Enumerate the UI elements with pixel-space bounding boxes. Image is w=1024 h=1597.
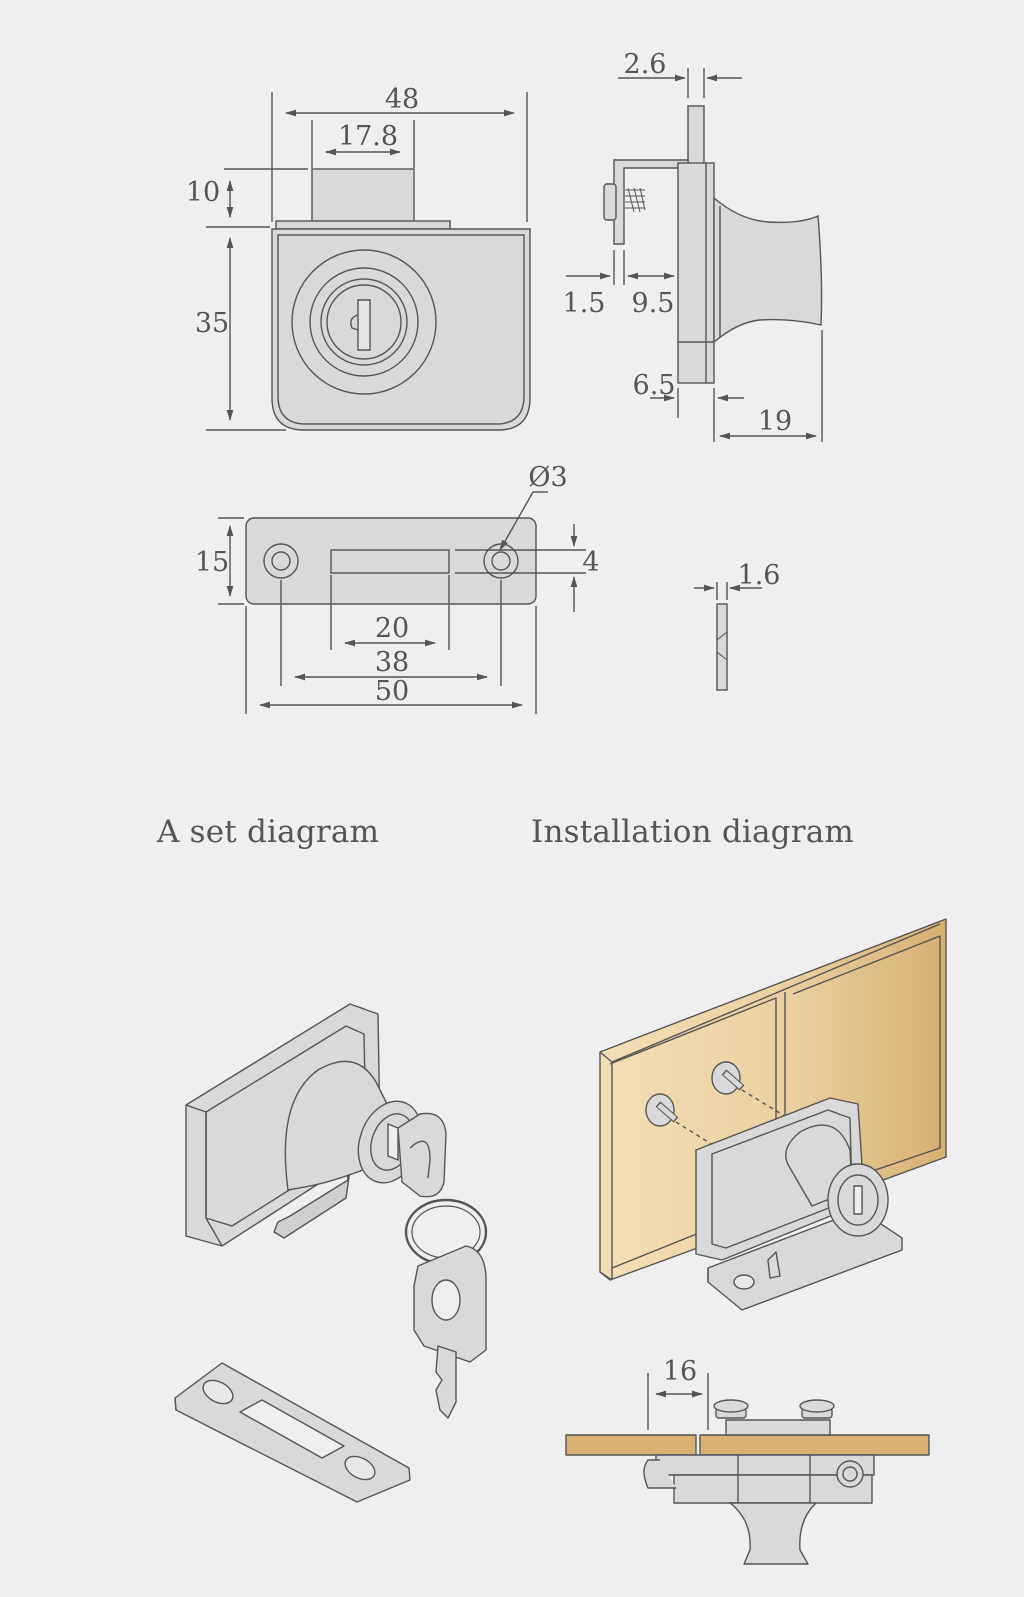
side-view [566, 68, 823, 442]
dim-knob-depth: 19 [758, 406, 792, 437]
dim-hook-gap: 2.6 [624, 49, 667, 80]
set-diagram-lock [185, 1003, 488, 1419]
dim-side-offset-a: 1.5 [563, 288, 606, 319]
dim-plate-thickness: 6.5 [633, 370, 676, 401]
dim-side-offset-b: 9.5 [632, 288, 675, 319]
dim-glass-gap: 16 [663, 1356, 697, 1387]
front-view [206, 92, 531, 431]
installation-diagram-lock [645, 1061, 903, 1311]
dim-strike-thickness: 1.6 [738, 560, 781, 591]
set-diagram-strike-plate [174, 1362, 411, 1503]
dim-strike-length: 50 [375, 676, 409, 707]
dim-hole-diameter: Ø3 [528, 462, 567, 493]
dim-strike-height: 15 [195, 547, 229, 578]
dim-hole-spacing: 38 [375, 647, 409, 678]
dim-cylinder-height: 10 [186, 177, 220, 208]
installation-section [565, 1373, 930, 1565]
dim-slot-length: 20 [375, 613, 409, 644]
set-diagram-caption: A set diagram [157, 814, 380, 850]
installation-diagram-caption: Installation diagram [531, 814, 855, 850]
dim-front-width: 48 [385, 84, 419, 115]
dim-hole-offset: 4 [582, 547, 599, 578]
dim-body-height: 35 [195, 308, 229, 339]
dim-cylinder-width: 17.8 [338, 121, 398, 152]
dimension-labels: 48 17.8 10 35 2.6 1.5 9.5 6.5 19 Ø3 15 4… [186, 49, 792, 1387]
strike-plate-view [218, 491, 762, 714]
